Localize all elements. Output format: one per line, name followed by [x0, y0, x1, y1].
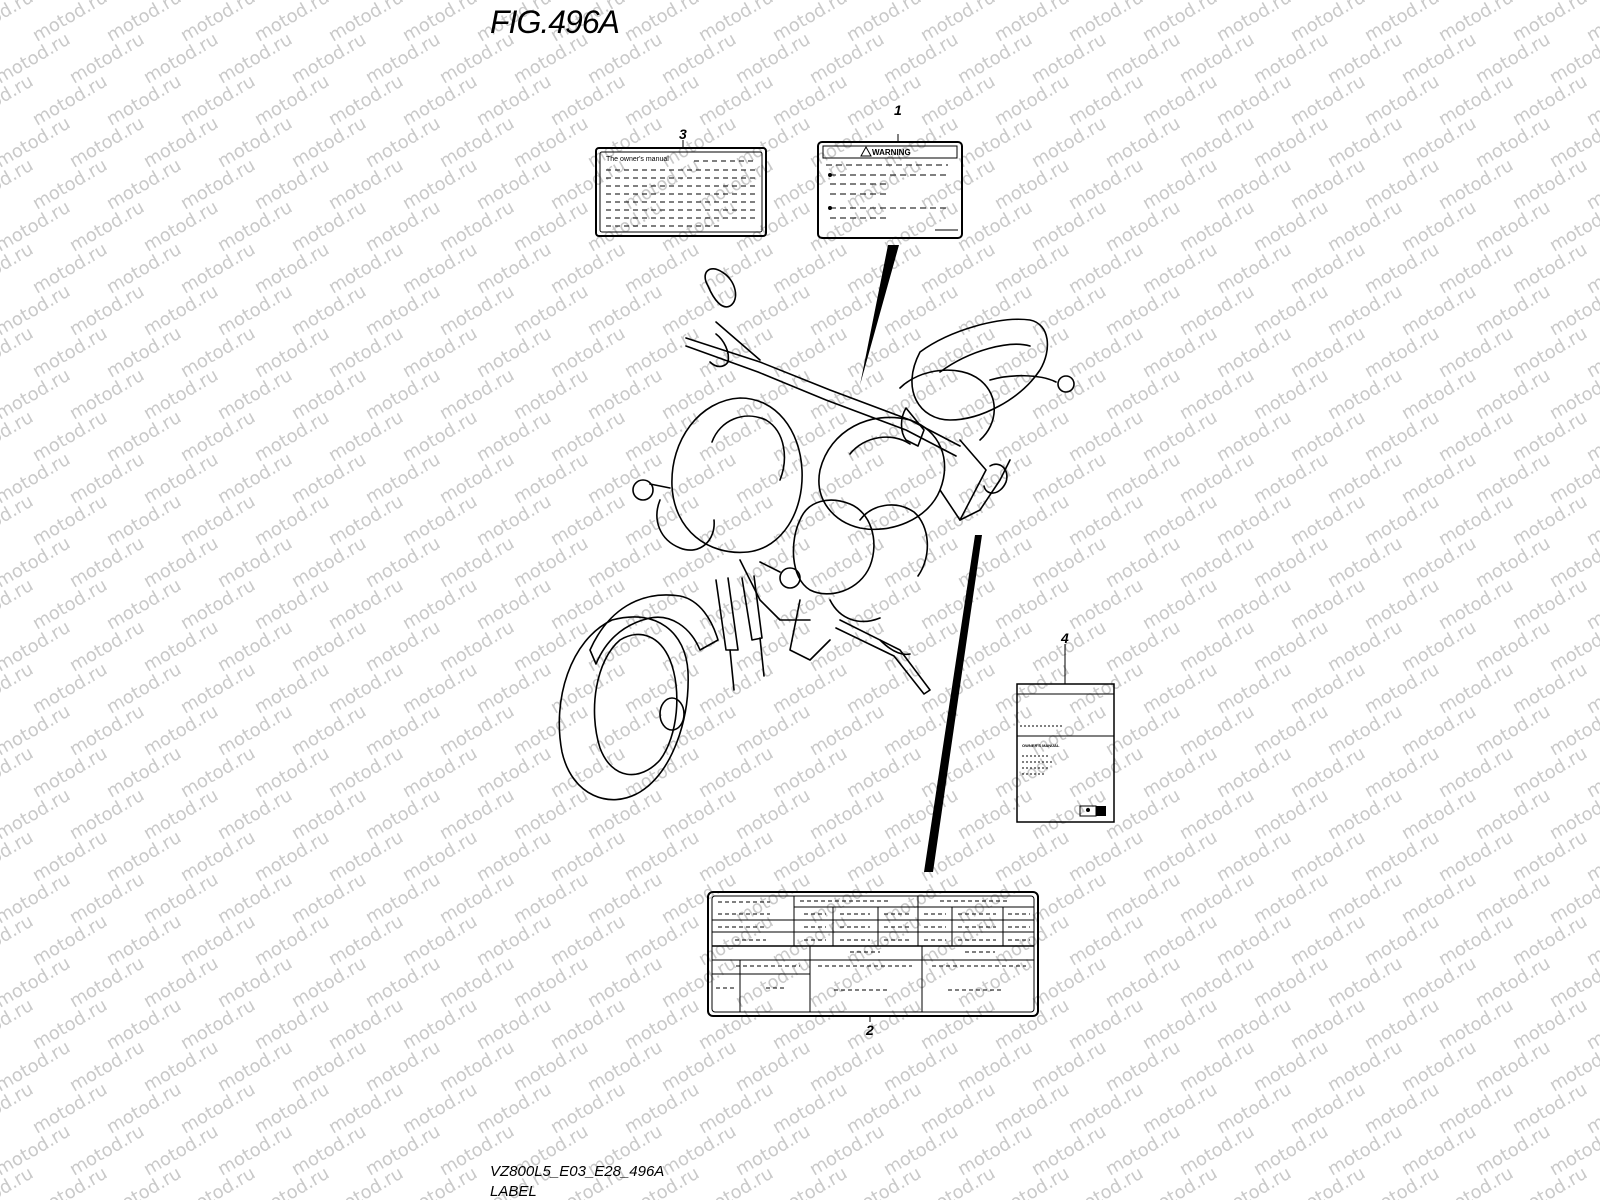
label-2-leader-line: [924, 535, 982, 872]
callout-number-2: 2: [866, 1022, 874, 1038]
label-1-warning-sticker: [817, 134, 963, 385]
label-4-owners-manual-book: [1016, 644, 1115, 823]
callout-number-4: 4: [1061, 630, 1069, 646]
motorcycle-illustration: [558, 268, 1075, 801]
label-4-manual-text: OWNER'S MANUAL: [1022, 743, 1060, 748]
figure-title: FIG.496A: [490, 4, 620, 40]
label-3-owners-manual-sticker: [595, 140, 767, 237]
label-3-title-text: The owner's manual: [606, 156, 669, 163]
section-label-caption: LABEL: [490, 1183, 537, 1200]
callout-number-1: 1: [894, 102, 902, 118]
callout-number-3: 3: [679, 126, 687, 142]
label-2-spec-table-sticker: [707, 891, 1039, 1022]
model-code-caption: VZ800L5_E03_E28_496A: [490, 1163, 665, 1180]
label-1-warning-text: WARNING: [872, 148, 911, 157]
